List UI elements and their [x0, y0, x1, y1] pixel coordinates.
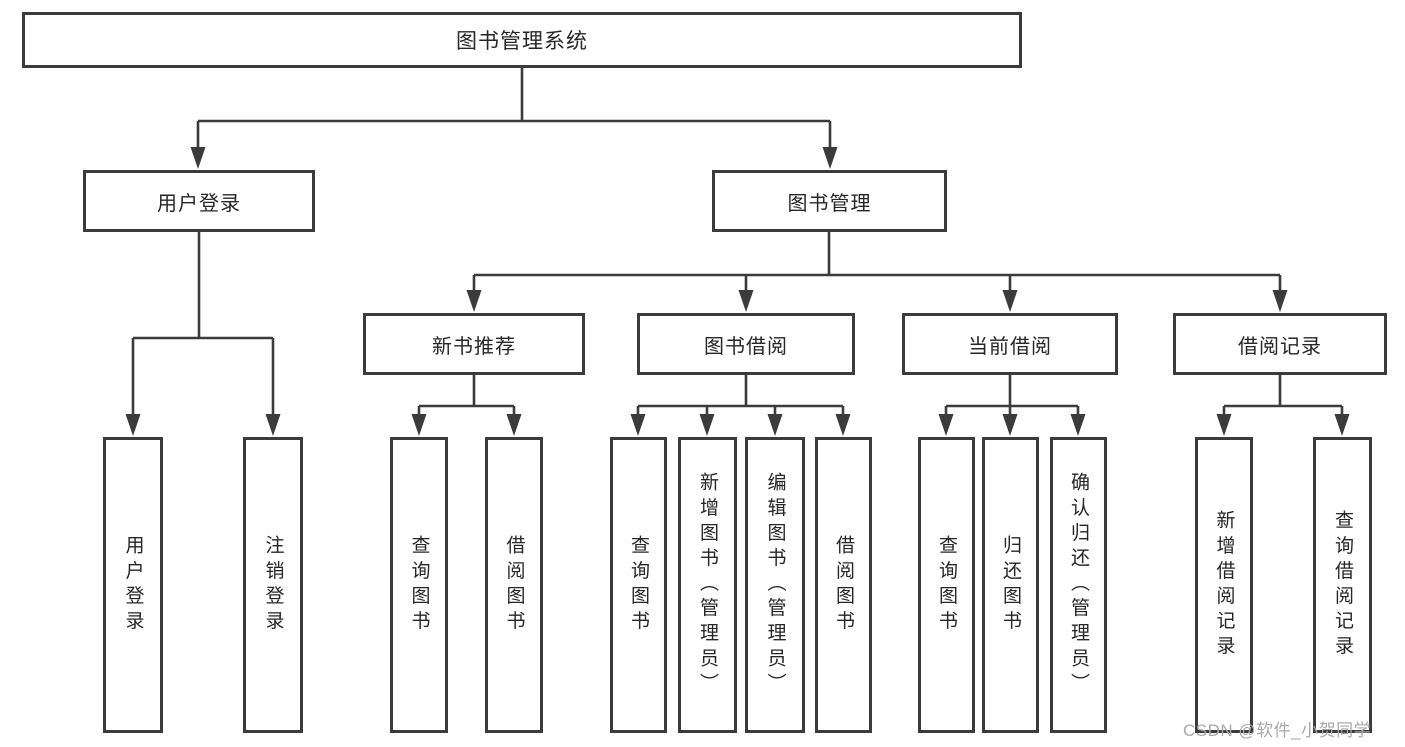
leaf-add-borrow-record-label: 新增借阅记录	[1213, 509, 1235, 661]
node-borrowing-records-label: 借阅记录	[1238, 335, 1322, 358]
leaf-logout: 注销登录	[243, 437, 303, 733]
leaf-borrow-books-2-label: 借阅图书	[833, 534, 854, 636]
leaf-user-login-label: 用户登录	[122, 534, 144, 636]
leaf-query-books-2-label: 查询图书	[628, 534, 649, 636]
leaf-query-books-2: 查询图书	[610, 437, 667, 733]
node-current-borrowing-label: 当前借阅	[968, 335, 1052, 358]
leaf-query-books-1-label: 查询图书	[408, 534, 430, 636]
node-book-management-label: 图书管理	[787, 192, 872, 215]
leaf-add-borrow-record: 新增借阅记录	[1195, 437, 1253, 733]
leaf-query-books-3-label: 查询图书	[936, 534, 957, 636]
node-user-login: 用户登录	[83, 170, 315, 232]
leaf-edit-books-admin-label: 编辑图书（管理员）	[764, 472, 786, 698]
leaf-user-login: 用户登录	[103, 437, 163, 733]
leaf-return-books-label: 归还图书	[1000, 534, 1021, 636]
node-book-borrowing-label: 图书借阅	[704, 335, 788, 358]
leaf-edit-books-admin: 编辑图书（管理员）	[745, 437, 805, 733]
node-new-book-recommend: 新书推荐	[363, 313, 585, 375]
leaf-query-borrow-record-label: 查询借阅记录	[1332, 509, 1353, 661]
leaf-borrow-books-2: 借阅图书	[815, 437, 872, 733]
node-root: 图书管理系统	[22, 12, 1022, 68]
leaf-logout-label: 注销登录	[262, 534, 284, 636]
csdn-watermark: CSDN @软件_小贺同学	[1183, 721, 1372, 740]
leaf-confirm-return-admin: 确认归还（管理员）	[1050, 437, 1107, 733]
leaf-add-books-admin-label: 新增图书（管理员）	[697, 472, 718, 698]
node-current-borrowing: 当前借阅	[902, 313, 1118, 375]
leaf-query-borrow-record: 查询借阅记录	[1313, 437, 1372, 733]
leaf-query-books-3: 查询图书	[918, 437, 975, 733]
leaf-query-books-1: 查询图书	[390, 437, 448, 733]
node-book-management: 图书管理	[712, 170, 947, 232]
leaf-confirm-return-admin-label: 确认归还（管理员）	[1068, 472, 1089, 698]
leaf-borrow-books-1-label: 借阅图书	[503, 534, 525, 636]
node-new-book-recommend-label: 新书推荐	[432, 335, 516, 358]
node-book-borrowing: 图书借阅	[637, 313, 855, 375]
node-user-login-label: 用户登录	[157, 192, 241, 215]
node-borrowing-records: 借阅记录	[1173, 313, 1387, 375]
leaf-borrow-books-1: 借阅图书	[485, 437, 543, 733]
leaf-add-books-admin: 新增图书（管理员）	[678, 437, 737, 733]
leaf-return-books: 归还图书	[982, 437, 1039, 733]
node-root-label: 图书管理系统	[456, 30, 588, 53]
